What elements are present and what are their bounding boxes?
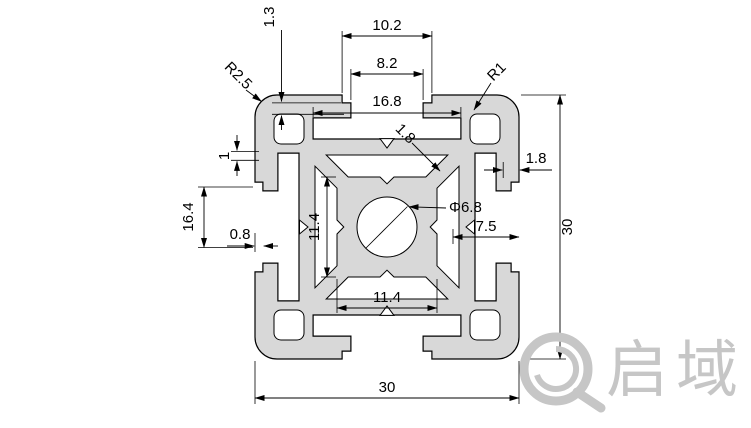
leader-line	[473, 82, 492, 111]
cavity-top	[324, 154, 450, 185]
logo-q-tail	[572, 387, 606, 413]
dimension-overall-height: 30	[521, 94, 576, 360]
slot-floor-notch-top	[379, 138, 395, 149]
corner-hole-top-right	[469, 113, 501, 145]
dim-label-16-8: 16.8	[372, 93, 401, 110]
diameter-slash-line	[365, 206, 408, 249]
leader-line	[408, 204, 447, 211]
dimension-slot-cavity-width: 16.8	[312, 93, 462, 117]
dim-label-1-3: 1.3	[261, 7, 278, 28]
dim-label-11-4-vertical: 11.4	[306, 213, 323, 241]
dimension-right-wall: 1.8	[484, 150, 552, 178]
dimension-top-recess-width: 10.2	[341, 17, 433, 93]
cavity-right	[429, 164, 460, 290]
dim-label-30-bottom: 30	[379, 379, 396, 396]
dim-label-7-5: 7.5	[476, 218, 497, 235]
dim-label-1: 1	[216, 152, 233, 160]
leader-line	[411, 142, 441, 172]
dimension-left-height: 16.4	[180, 186, 253, 248]
corner-hole-bottom-left	[273, 309, 305, 341]
dim-label-r2-5: R2.5	[221, 59, 255, 93]
logo-q-ring	[519, 332, 593, 406]
dimension-slot-opening: 8.2	[350, 55, 424, 100]
dimension-lip-thickness: 1.3	[261, 7, 344, 130]
dimension-left-step: 1	[216, 135, 259, 176]
dim-label-30-right: 30	[559, 219, 576, 236]
logo-brand-text: 启域	[606, 333, 746, 406]
dimension-core-width: 11.4	[336, 279, 438, 313]
logo-q-swirl	[534, 345, 580, 392]
corner-hole-bottom-right	[469, 309, 501, 341]
dimension-center-bore: Φ6.8	[365, 199, 482, 249]
dimension-core-height: 11.4	[306, 176, 336, 278]
dim-label-16-4: 16.4	[180, 202, 197, 231]
dimension-slot-depth: 7.5	[452, 218, 520, 244]
dim-label-phi-6-8: Φ6.8	[449, 199, 482, 216]
dimension-overall-width: 30	[254, 361, 520, 404]
cavity-bottom	[324, 269, 450, 300]
dim-label-8-2: 8.2	[377, 55, 398, 72]
leader-line	[245, 89, 262, 102]
brand-watermark: 启域	[519, 332, 746, 413]
dim-label-1-8-right: 1.8	[526, 150, 547, 167]
dim-label-11-4-bottom: 11.4	[373, 289, 401, 306]
slot-floor-notch-left	[299, 218, 309, 236]
slot-floor-notch-right	[465, 218, 475, 236]
dimension-left-recess-depth: 0.8	[227, 226, 278, 252]
dim-label-0-8: 0.8	[230, 226, 251, 243]
dimension-corner-radius: R2.5	[221, 59, 262, 102]
corner-hole-top-left	[273, 113, 305, 145]
dim-label-10-2: 10.2	[372, 17, 401, 34]
dim-label-r1: R1	[484, 59, 510, 85]
